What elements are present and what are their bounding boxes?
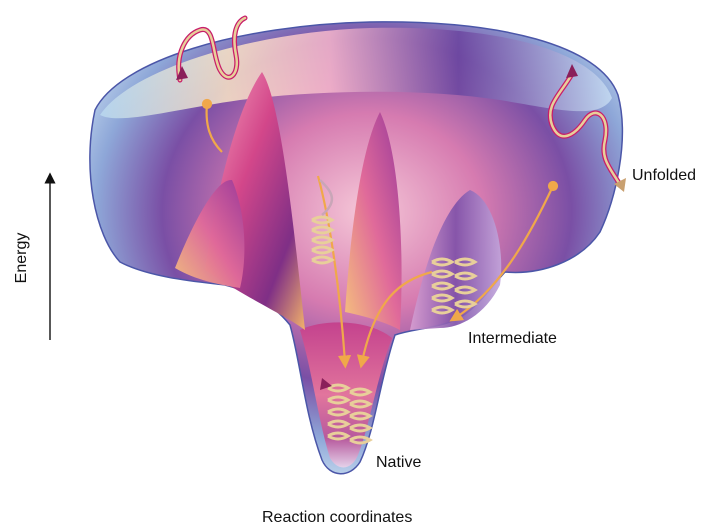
unfolded-label: Unfolded: [632, 167, 696, 185]
native-label: Native: [376, 454, 421, 472]
intermediate-label: Intermediate: [468, 330, 557, 348]
reaction-coordinates-label: Reaction coordinates: [262, 509, 412, 527]
energy-axis-label: Energy: [13, 233, 31, 284]
